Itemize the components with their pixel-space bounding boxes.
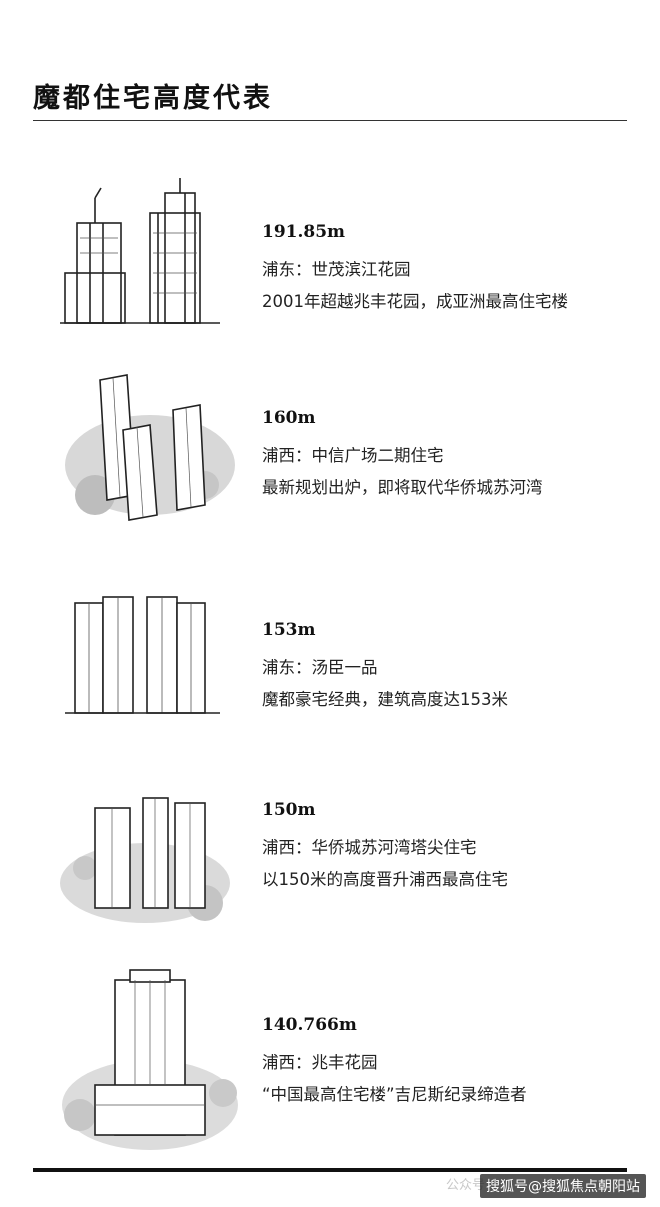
building-description: 2001年超越兆丰花园，成亚洲最高住宅楼 [262, 292, 568, 311]
building-illustration [65, 596, 220, 714]
building-description: 最新规划出炉，即将取代华侨城苏河湾 [262, 478, 543, 497]
building-height: 160m [262, 408, 316, 428]
title-divider [33, 120, 627, 121]
building-height: 191.85m [262, 222, 346, 242]
building-location: 浦西：兆丰花园 [262, 1053, 378, 1072]
building-description: 魔都豪宅经典，建筑高度达153米 [262, 690, 508, 709]
building-illustration [60, 178, 220, 324]
page-title: 魔都住宅高度代表 [33, 83, 273, 114]
building-illustration [65, 374, 235, 521]
building-description: “中国最高住宅楼”吉尼斯纪录缔造者 [262, 1085, 527, 1104]
building-location: 浦东：汤臣一品 [262, 658, 378, 677]
building-location: 浦东：世茂滨江花园 [262, 260, 411, 279]
building-illustration [60, 797, 230, 923]
footer-divider [33, 1168, 627, 1172]
building-illustration [62, 969, 238, 1150]
building-height: 140.766m [262, 1015, 357, 1035]
footer-faint-text: 公众号 [446, 1178, 486, 1193]
building-description: 以150米的高度晋升浦西最高住宅 [262, 870, 508, 889]
building-location: 浦西：华侨城苏河湾塔尖住宅 [262, 838, 477, 857]
building-height: 153m [262, 620, 316, 640]
watermark: 搜狐号@搜狐焦点朝阳站 [480, 1174, 646, 1198]
building-location: 浦西：中信广场二期住宅 [262, 446, 444, 465]
building-height: 150m [262, 800, 316, 820]
